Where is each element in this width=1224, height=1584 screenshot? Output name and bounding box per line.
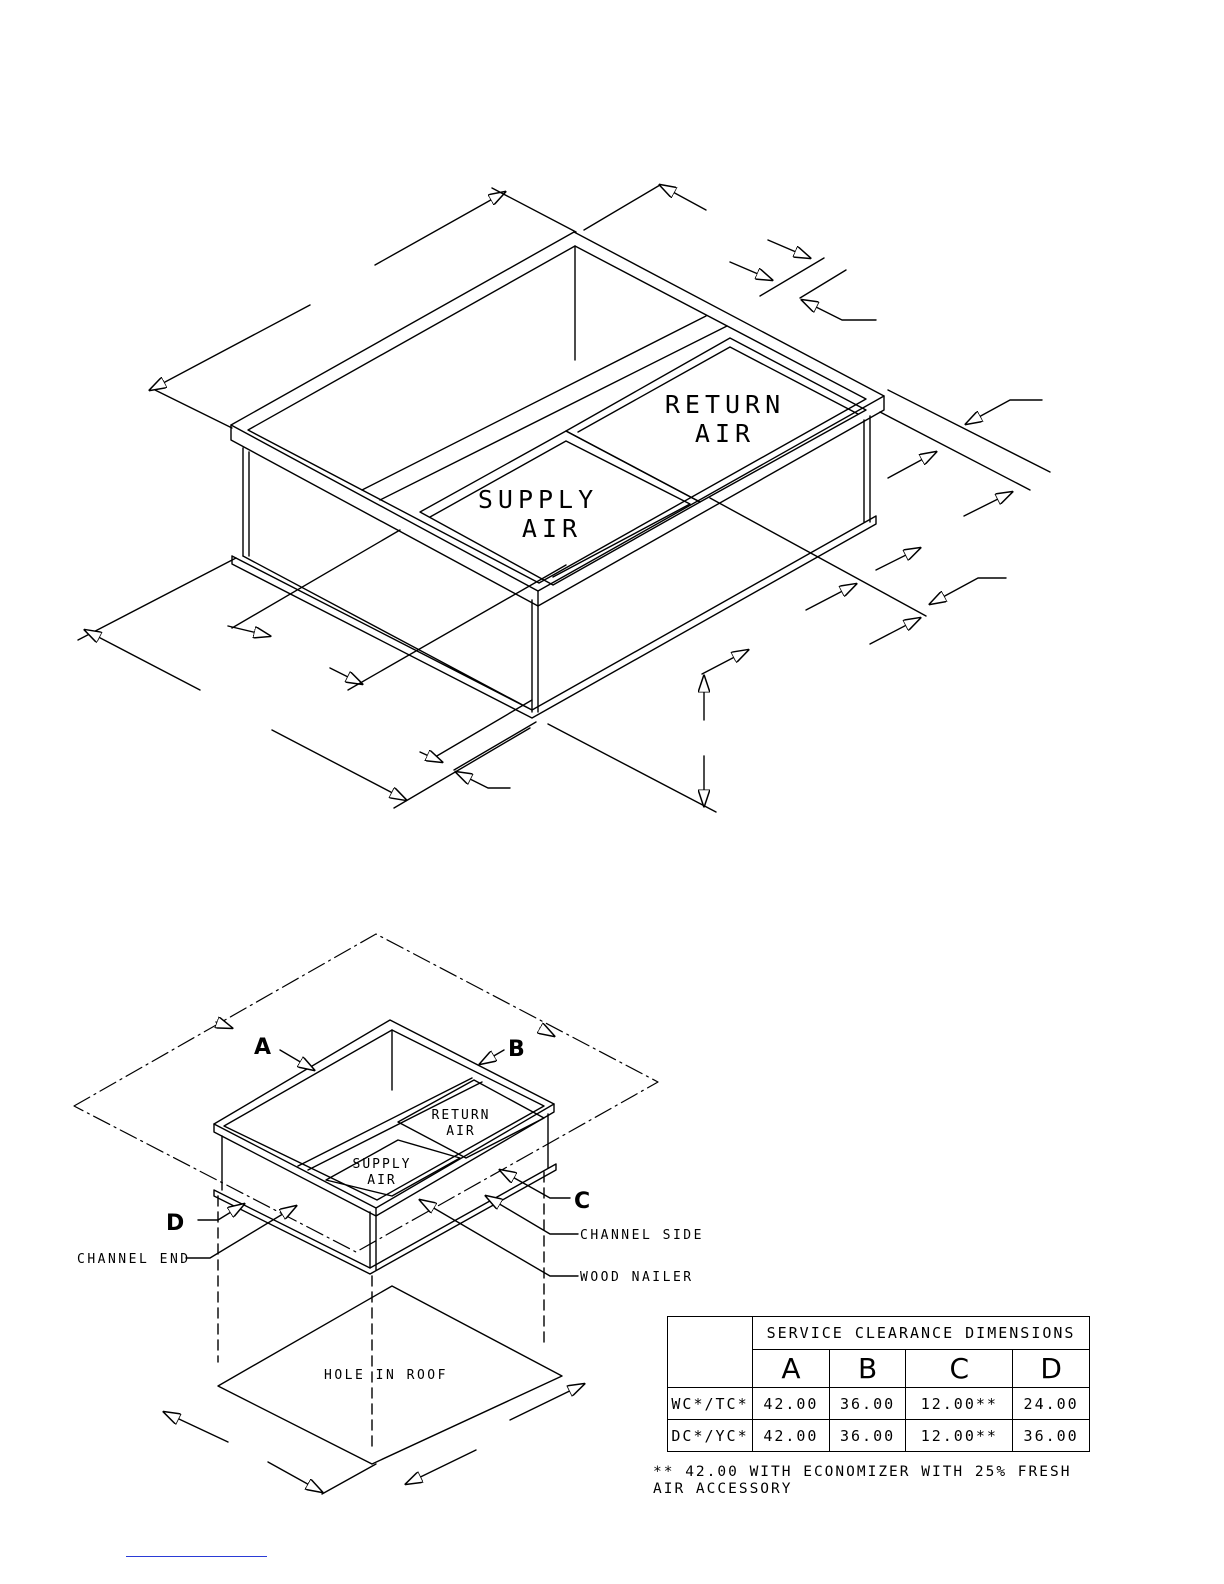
dimension-d-label: D xyxy=(166,1211,184,1236)
hole-in-roof-label: HOLE IN ROOF xyxy=(324,1368,448,1383)
dimension-c-label: C xyxy=(574,1189,590,1214)
channel-side-label: CHANNEL SIDE xyxy=(580,1228,704,1243)
table-cell: 24.00 xyxy=(1013,1388,1090,1420)
table-row: WC*/TC* 42.00 36.00 12.00** 24.00 xyxy=(668,1388,1090,1420)
column-header-c: C xyxy=(906,1350,1013,1388)
dimension-b-label: B xyxy=(508,1037,525,1062)
table-row: DC*/YC* 42.00 36.00 12.00** 36.00 xyxy=(668,1420,1090,1452)
clearance-envelope xyxy=(74,934,658,1252)
service-clearance-table: SERVICE CLEARANCE DIMENSIONS A B C D WC*… xyxy=(667,1316,1090,1452)
table-cell: 12.00** xyxy=(906,1420,1013,1452)
table-cell: 42.00 xyxy=(753,1420,830,1452)
footnote: ** 42.00 WITH ECONOMIZER WITH 25% FRESH … xyxy=(653,1464,1123,1498)
table-title: SERVICE CLEARANCE DIMENSIONS xyxy=(753,1317,1090,1350)
bottom-return-label: RETURN xyxy=(432,1108,491,1123)
row-label: DC*/YC* xyxy=(668,1420,753,1452)
top-supply-label: SUPPLY xyxy=(478,485,598,514)
table-cell: 36.00 xyxy=(1013,1420,1090,1452)
top-curb-flange xyxy=(232,516,876,718)
table-corner-cell xyxy=(668,1317,753,1388)
wood-nailer-label: WOOD NAILER xyxy=(580,1270,694,1285)
dimension-a-label: A xyxy=(254,1035,271,1060)
column-header-b: B xyxy=(829,1350,906,1388)
channel-end-label: CHANNEL END xyxy=(77,1252,191,1267)
bottom-return-label-2: AIR xyxy=(446,1124,475,1139)
table-cell: 36.00 xyxy=(829,1388,906,1420)
footer-link-underline[interactable] xyxy=(126,1556,267,1557)
table-cell: 36.00 xyxy=(829,1420,906,1452)
bottom-curb-view: RETURN AIR SUPPLY AIR A B C D CHANNEL SI… xyxy=(74,934,704,1494)
top-return-label: RETURN xyxy=(665,390,785,419)
top-supply-label-2: AIR xyxy=(522,514,582,543)
table-cell: 12.00** xyxy=(906,1388,1013,1420)
bottom-supply-label-2: AIR xyxy=(367,1173,396,1188)
table-cell: 42.00 xyxy=(753,1388,830,1420)
top-curb-view: RETURN AIR SUPPLY AIR xyxy=(78,185,1050,812)
column-header-a: A xyxy=(753,1350,830,1388)
column-header-d: D xyxy=(1013,1350,1090,1388)
top-return-label-2: AIR xyxy=(695,419,755,448)
row-label: WC*/TC* xyxy=(668,1388,753,1420)
bottom-supply-label: SUPPLY xyxy=(353,1157,412,1172)
table-header-row: SERVICE CLEARANCE DIMENSIONS xyxy=(668,1317,1090,1350)
